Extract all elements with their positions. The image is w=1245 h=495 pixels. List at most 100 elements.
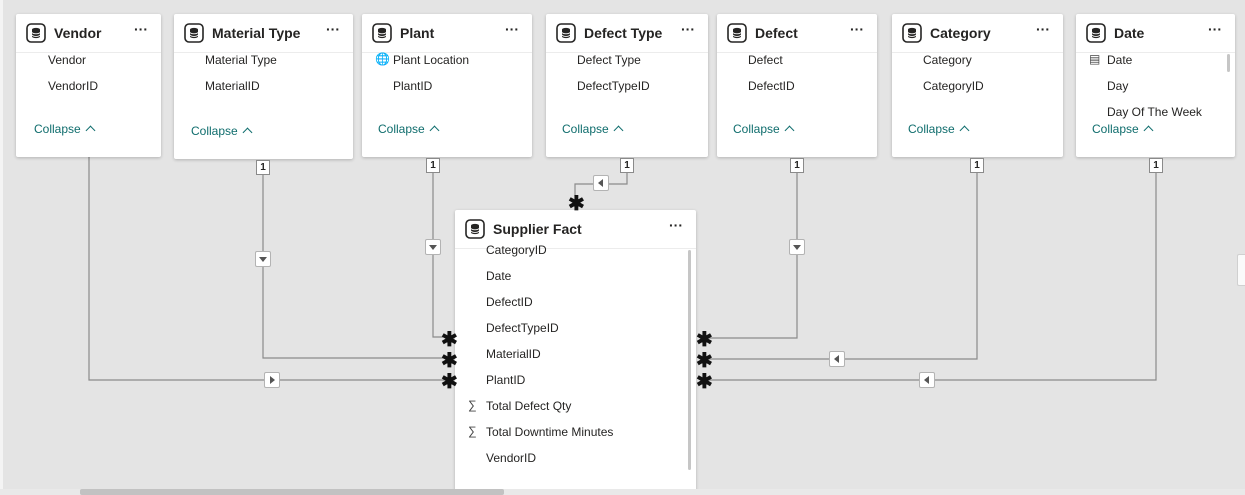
- collapse-button[interactable]: Collapse: [908, 122, 970, 136]
- field-materialid[interactable]: MaterialID: [174, 76, 353, 96]
- card-header[interactable]: Category ···: [892, 14, 1063, 53]
- relationship-date[interactable]: [702, 173, 1157, 381]
- table-title: Plant: [400, 25, 435, 41]
- card-header[interactable]: Defect ···: [717, 14, 877, 53]
- field-defectid[interactable]: DefectID: [455, 292, 696, 312]
- cardinality-one: 1: [790, 158, 804, 173]
- card-header[interactable]: Supplier Fact···: [455, 210, 696, 249]
- filter-direction-down-icon[interactable]: [255, 251, 271, 267]
- filter-direction-down-icon[interactable]: [789, 239, 805, 255]
- more-options-button[interactable]: ···: [681, 21, 695, 37]
- field-name: Defect Type: [577, 53, 641, 67]
- card-header[interactable]: Defect Type···: [546, 14, 708, 53]
- field-categoryid[interactable]: CategoryID: [455, 240, 696, 260]
- field-materialid[interactable]: MaterialID: [455, 344, 696, 364]
- filter-direction-left-icon[interactable]: [919, 372, 935, 388]
- field-vendorid[interactable]: VendorID: [16, 76, 161, 96]
- vertical-scrollbar[interactable]: [688, 250, 691, 470]
- field-vendor[interactable]: Vendor: [16, 50, 161, 70]
- card-header[interactable]: Vendor···: [16, 14, 161, 53]
- field-date[interactable]: ▤Date: [1076, 50, 1235, 70]
- more-options-button[interactable]: ···: [669, 217, 683, 233]
- relationship-vendor[interactable]: [88, 157, 449, 381]
- horizontal-scrollbar[interactable]: [0, 489, 1245, 495]
- collapse-label: Collapse: [733, 122, 780, 136]
- more-options-button[interactable]: ···: [850, 21, 864, 37]
- vertical-scrollbar[interactable]: [1227, 54, 1230, 72]
- more-options-button[interactable]: ···: [1208, 21, 1222, 37]
- collapse-button[interactable]: Collapse: [733, 122, 795, 136]
- field-name: PlantID: [486, 373, 526, 387]
- field-name: Vendor: [48, 53, 87, 67]
- field-name: DefectTypeID: [486, 321, 559, 335]
- relationship-category[interactable]: [702, 173, 978, 360]
- table-title: Defect: [755, 25, 798, 41]
- collapse-button[interactable]: Collapse: [34, 122, 96, 136]
- card-header[interactable]: Date···: [1076, 14, 1235, 53]
- sigma-icon: ∑: [468, 424, 477, 438]
- chevron-up-icon: [1143, 125, 1154, 136]
- table-title: Material Type: [212, 25, 301, 41]
- filter-direction-down-icon[interactable]: [425, 239, 441, 255]
- field-total-defect-qty[interactable]: ∑Total Defect Qty: [455, 396, 696, 416]
- more-options-button[interactable]: ···: [505, 21, 519, 37]
- field-day-of-the-week[interactable]: Day Of The Week: [1076, 102, 1235, 122]
- field-name: Total Downtime Minutes: [486, 425, 614, 439]
- table-title: Category: [930, 25, 991, 41]
- field-date[interactable]: Date: [455, 266, 696, 286]
- collapse-button[interactable]: Collapse: [378, 122, 440, 136]
- relationship-plant[interactable]: [432, 173, 449, 338]
- field-vendorid[interactable]: VendorID: [455, 448, 696, 468]
- collapse-button[interactable]: Collapse: [191, 124, 253, 138]
- field-defecttypeid[interactable]: DefectTypeID: [455, 318, 696, 338]
- table-icon: [465, 219, 485, 239]
- field-defectid[interactable]: DefectID: [717, 76, 877, 96]
- field-defecttypeid[interactable]: DefectTypeID: [546, 76, 708, 96]
- filter-direction-left-icon[interactable]: [593, 175, 609, 191]
- horizontal-scrollbar-thumb[interactable]: [80, 489, 504, 495]
- field-defect[interactable]: Defect: [717, 50, 877, 70]
- field-material-type[interactable]: Material Type: [174, 50, 353, 70]
- field-plantid[interactable]: PlantID: [362, 76, 532, 96]
- sigma-icon: ∑: [468, 398, 477, 412]
- card-header[interactable]: Material Type ···: [174, 14, 353, 53]
- table-icon: [372, 23, 392, 43]
- field-total-downtime-minutes[interactable]: ∑ Total Downtime Minutes: [455, 422, 696, 442]
- field-defect-type[interactable]: Defect Type: [546, 50, 708, 70]
- filter-direction-right-icon[interactable]: [264, 372, 280, 388]
- card-header[interactable]: Plant ···: [362, 14, 532, 53]
- relationship-defect[interactable]: [702, 173, 798, 339]
- more-options-button[interactable]: ···: [1036, 21, 1050, 37]
- field-day[interactable]: Day: [1076, 76, 1235, 96]
- field-plantid[interactable]: PlantID: [455, 370, 696, 390]
- field-plant-location[interactable]: 🌐Plant Location: [362, 50, 532, 70]
- collapse-button[interactable]: Collapse: [562, 122, 624, 136]
- field-name: Plant Location: [393, 53, 470, 67]
- collapse-button[interactable]: Collapse: [1092, 122, 1154, 136]
- field-name: DefectID: [748, 79, 795, 93]
- field-name: MaterialID: [486, 347, 541, 361]
- cardinality-many: ✱: [441, 350, 458, 372]
- properties-pane-tab[interactable]: [1237, 254, 1245, 286]
- more-options-button[interactable]: ···: [326, 21, 340, 37]
- field-name: Material Type: [205, 53, 277, 67]
- field-category[interactable]: Category: [892, 50, 1063, 70]
- field-name: Day: [1107, 79, 1129, 93]
- relationship-material-type[interactable]: [262, 173, 449, 359]
- more-options-button[interactable]: ···: [134, 21, 148, 37]
- chevron-up-icon: [242, 127, 253, 138]
- filter-direction-left-icon[interactable]: [829, 351, 845, 367]
- field-categoryid[interactable]: CategoryID: [892, 76, 1063, 96]
- field-name: DefectTypeID: [577, 79, 650, 93]
- chevron-up-icon: [85, 125, 96, 136]
